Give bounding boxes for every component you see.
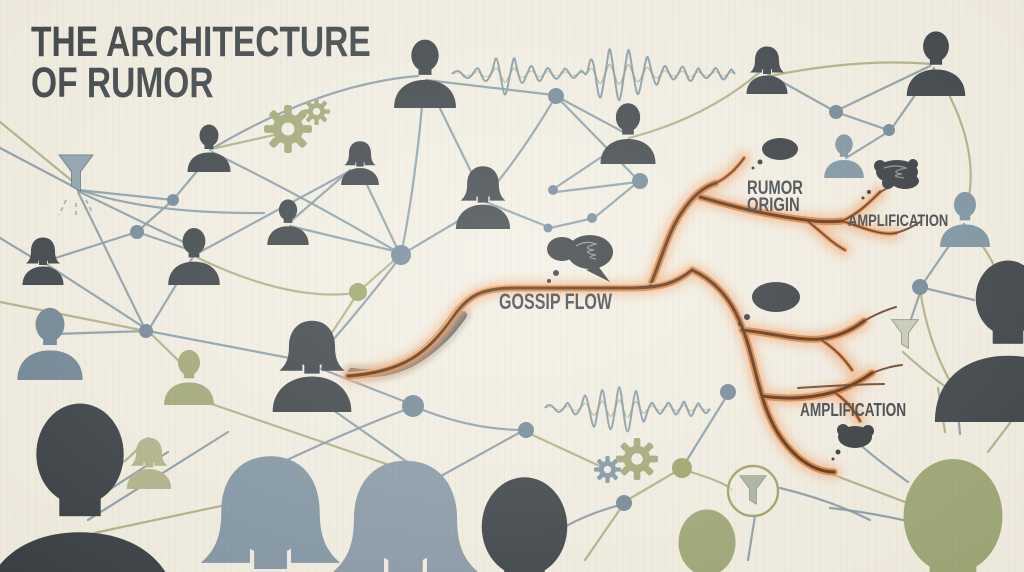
person-silhouette-icon [126, 437, 172, 489]
person-silhouette-icon [17, 307, 83, 380]
thought-bubble-icon [738, 282, 800, 326]
person-silhouette-icon [317, 460, 494, 572]
title-line-2: OF RUMOR [31, 59, 214, 107]
amplification-lower-label: AMPLIFICATION [800, 400, 907, 420]
person-silhouette-icon [22, 237, 64, 285]
person-silhouette-icon [164, 349, 214, 405]
person-silhouette-icon [341, 141, 379, 185]
gossip-flow-branch [341, 151, 921, 479]
speech-scribble-icon [547, 235, 613, 283]
amplification-upper-label: AMPLIFICATION [848, 211, 949, 230]
person-silhouette-icon [267, 199, 309, 245]
page-title: THE ARCHITECTURE OF RUMOR [31, 18, 371, 107]
person-silhouette-icon [186, 456, 355, 572]
person-silhouette-icon [272, 320, 352, 412]
waveform-bottom [544, 386, 711, 433]
title-line-1: THE ARCHITECTURE [31, 18, 371, 66]
person-silhouette-icon [394, 39, 456, 108]
rumor-origin-label: RUMOR ORIGIN [747, 178, 803, 216]
person-silhouette-icon [168, 228, 220, 285]
person-silhouette-icon [824, 134, 864, 178]
speech-scribble-icon [861, 159, 919, 200]
gear-icon [616, 438, 658, 480]
funnel-icon [891, 319, 919, 349]
gossip-flow-label: GOSSIP FLOW [499, 289, 613, 314]
funnel-in-circle-icon [726, 464, 780, 518]
person-silhouette-icon [187, 124, 231, 172]
thought-bubble-icon [751, 138, 798, 170]
person-silhouette-icon [934, 260, 1024, 422]
person-silhouette-icon [746, 46, 788, 94]
person-silhouette-icon [841, 459, 1024, 572]
waveform-top [451, 48, 736, 102]
thought-bubble-icon [831, 424, 874, 461]
